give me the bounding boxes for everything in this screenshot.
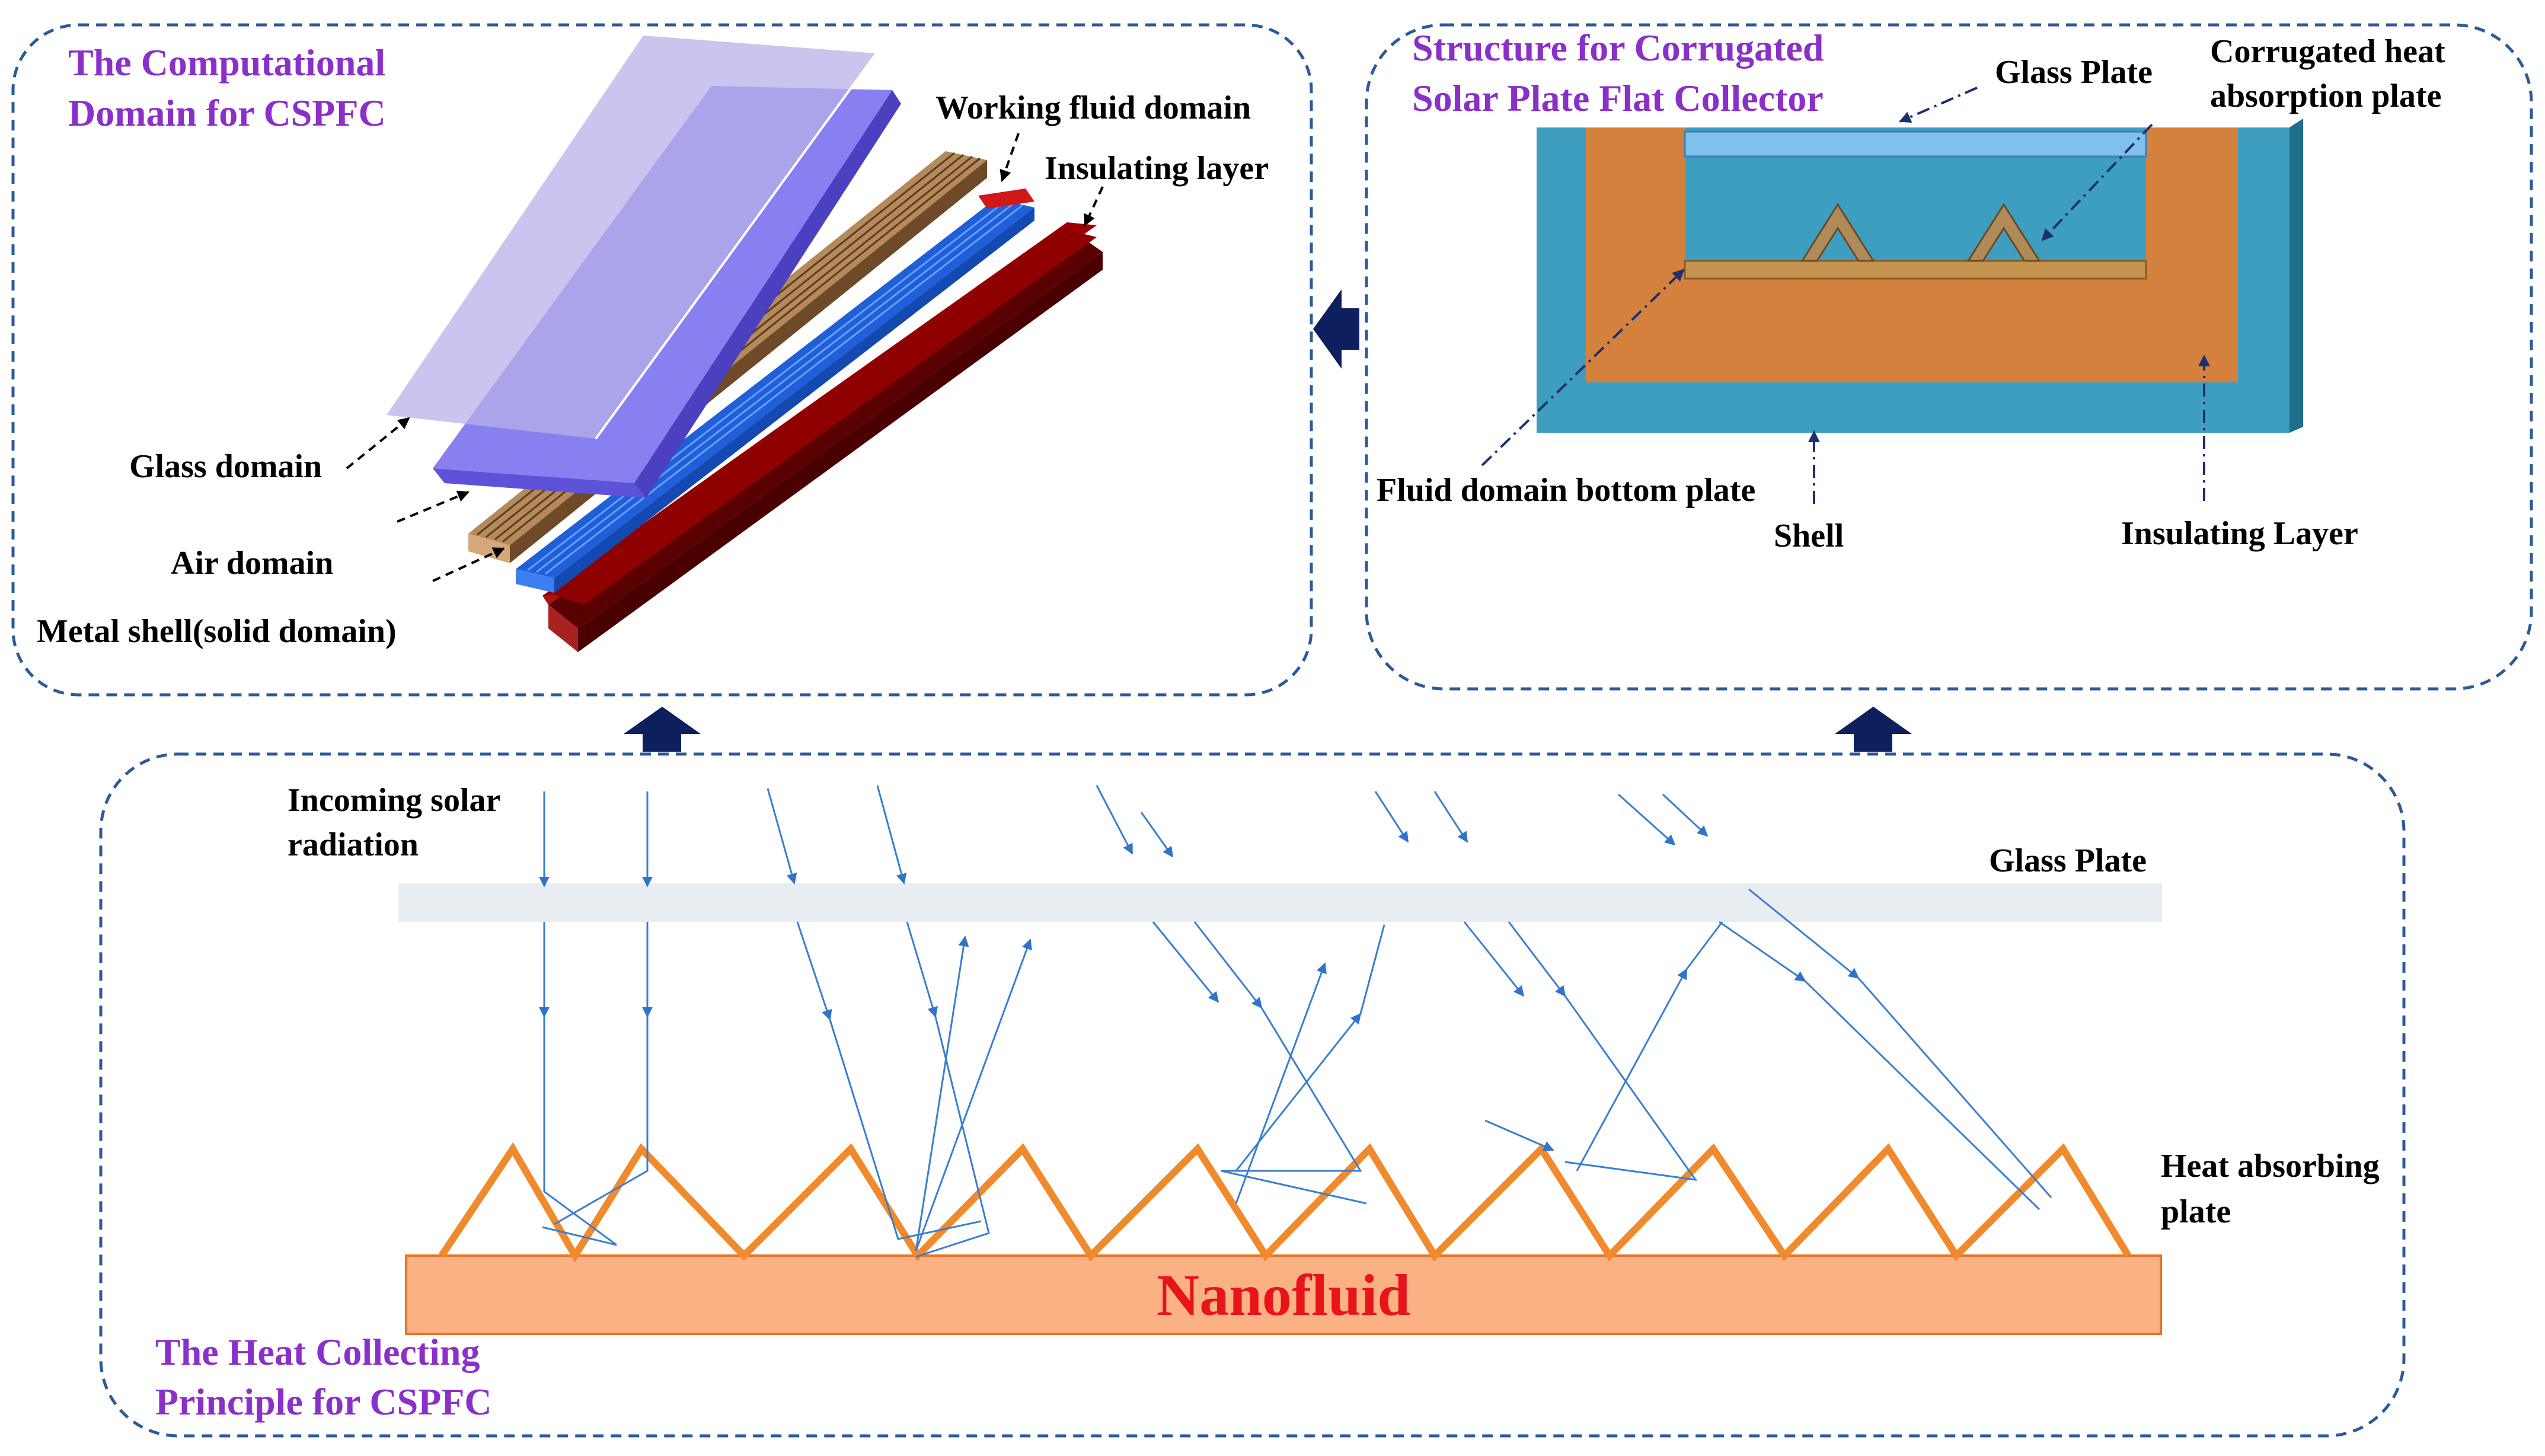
fluid-bottom-plate [1684, 260, 2147, 280]
solar-rays [539, 785, 2052, 1258]
panel-title-line2: Domain for CSPFC [68, 92, 386, 134]
corrugation-triangle [1966, 203, 2041, 262]
glass-plate-2d [1684, 130, 2147, 158]
panel-title-line2: Solar Plate Flat Collector [1412, 77, 1824, 119]
label-fluid-bottom-plate: Fluid domain bottom plate [1377, 472, 1755, 509]
computational-domain-panel: The Computational Domain for CSPFC [11, 23, 1313, 697]
principle-panel: The Heat Collecting Principle for CSPFC … [99, 752, 2406, 1438]
label-corrugated-line1: Corrugated heat [2210, 33, 2445, 70]
label-insulating-layer: Insulating Layer [2121, 515, 2358, 552]
panel-border [99, 752, 2406, 1438]
label-glass-plate: Glass Plate [1989, 842, 2147, 879]
panel-title-line1: The Computational [68, 41, 385, 84]
label-incoming-line2: radiation [288, 826, 419, 863]
label-incoming-line1: Incoming solar [288, 782, 500, 819]
insulation-body [1586, 127, 2238, 382]
nanofluid-channel [405, 1254, 2162, 1335]
panel-title-line1: Structure for Corrugated [1412, 27, 1824, 69]
heat-absorbing-plate [439, 1142, 2132, 1263]
glass-domain-3d [387, 36, 877, 440]
panel-border [1365, 23, 2533, 691]
left-arrow-between-panels [1313, 289, 1359, 369]
panel-border [11, 23, 1313, 697]
label-glass-plate: Glass Plate [1995, 54, 2153, 91]
insulating-layer-3d [542, 222, 1103, 652]
label-corrugated-line2: absorption plate [2210, 78, 2442, 114]
label-working-fluid-domain: Working fluid domain [935, 90, 1251, 126]
flow-arrows [624, 289, 1912, 752]
label-heat-absorbing-line1: Heat absorbing [2161, 1148, 2380, 1184]
structure-panel: Structure for Corrugated Solar Plate Fla… [1365, 23, 2533, 691]
up-arrow-right [1835, 707, 1912, 752]
label-air-domain: Air domain [171, 545, 333, 582]
panel-title-line1: The Heat Collecting [155, 1331, 480, 1373]
up-arrow-left [624, 707, 701, 752]
panel-title-line2: Principle for CSPFC [155, 1381, 492, 1423]
label-insulating-layer: Insulating layer [1045, 150, 1269, 187]
glass-plate-band [398, 883, 2162, 922]
label-metal-shell: Metal shell(solid domain) [37, 613, 397, 650]
shell-side [2289, 119, 2303, 433]
label-heat-absorbing-line2: plate [2161, 1193, 2231, 1230]
label-glass-domain: Glass domain [129, 448, 322, 485]
corrugation-triangle [1800, 203, 1875, 262]
label-nanofluid: Nanofluid [1157, 1262, 1410, 1328]
label-shell: Shell [1774, 518, 1844, 554]
